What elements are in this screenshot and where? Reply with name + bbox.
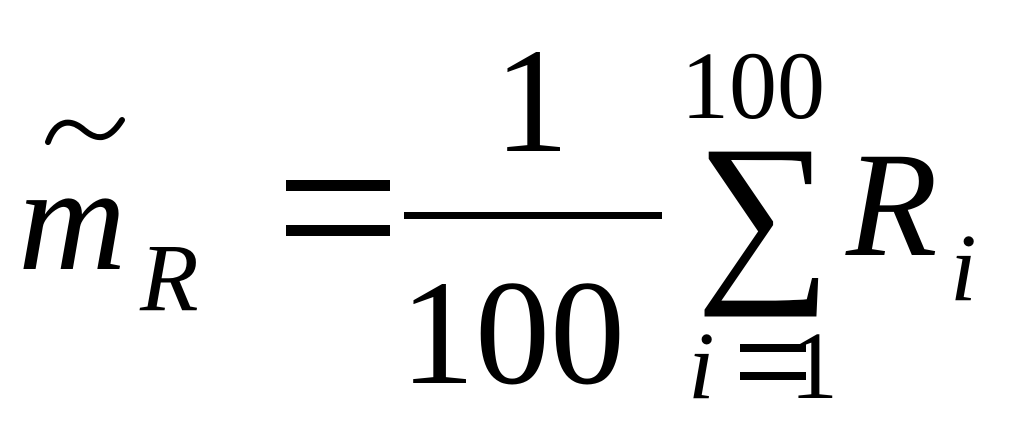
equals-bar-bottom (286, 225, 390, 236)
sum-upper-limit: 100 (681, 32, 825, 139)
summation-sign: ∑ (696, 108, 832, 318)
m-symbol: m (18, 136, 127, 302)
index-equals-bar-bottom (740, 372, 806, 380)
fraction-bar (404, 212, 662, 219)
fraction-denominator: 100 (400, 250, 625, 416)
term-subscript-i: i (950, 214, 977, 321)
equals-sign (286, 180, 390, 236)
index-equals-bar-top (740, 344, 806, 352)
sum-index-equals-sign (740, 344, 806, 380)
subscript-R: R (140, 224, 199, 331)
equals-bar-top (286, 180, 390, 191)
term-R: R (846, 122, 938, 288)
sum-lower-limit-value: 1 (790, 312, 838, 419)
fraction-numerator: 1 (494, 18, 569, 184)
tilde-accent-icon (45, 117, 125, 145)
sum-index-variable: i (688, 312, 715, 419)
